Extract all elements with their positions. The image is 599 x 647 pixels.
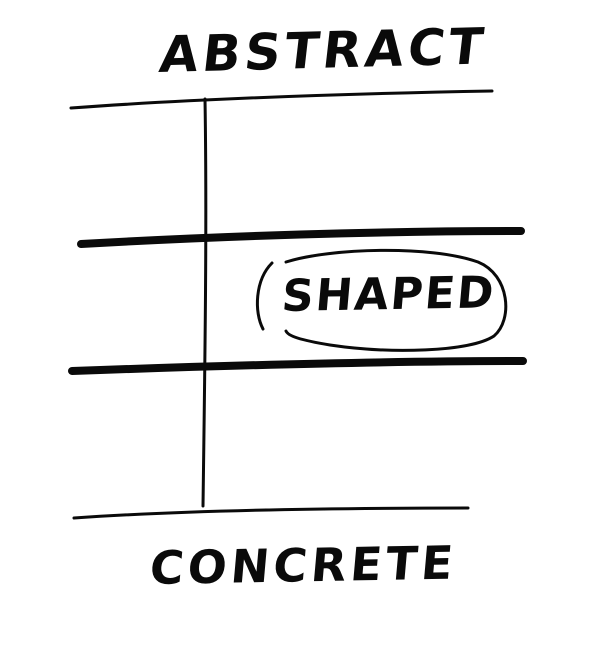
top-boundary-line (69, 89, 494, 110)
bottom-boundary-line (72, 506, 470, 520)
upper-band-line (77, 227, 525, 248)
abstract-label: ABSTRACT (156, 17, 491, 85)
concrete-label: CONCRETE (147, 535, 460, 596)
lower-band-line (68, 357, 527, 375)
ellipse-outline (284, 248, 508, 352)
vertical-axis-line (201, 97, 208, 508)
shaped-label: SHAPED (279, 267, 498, 323)
ellipse-left-stroke (255, 261, 274, 331)
